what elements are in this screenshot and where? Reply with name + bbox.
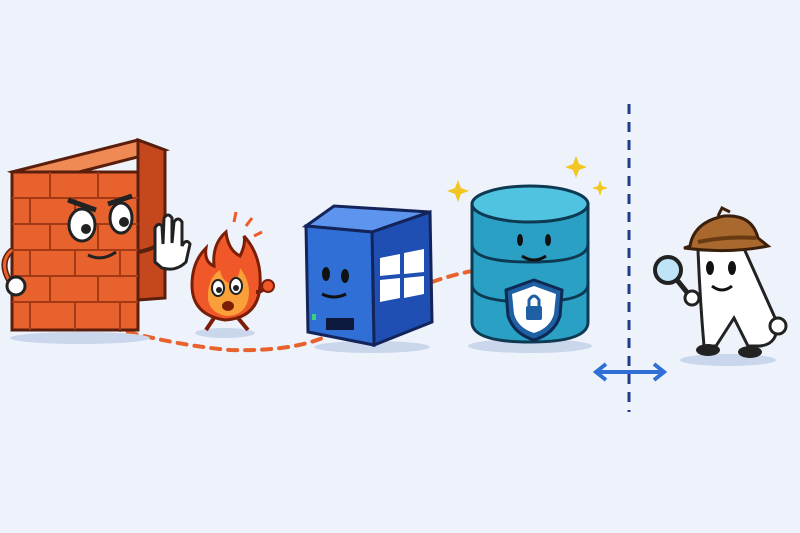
- magnifier-detective-icon: [653, 205, 788, 366]
- security-shield-icon: [504, 278, 564, 342]
- brick-wall-icon: [1, 137, 192, 344]
- windows-server-icon: [301, 204, 434, 353]
- windows-logo-icon: [380, 249, 424, 302]
- fire-icon: [190, 211, 275, 338]
- database-shield-icon: [447, 156, 608, 353]
- double-arrow-icon: [592, 362, 668, 382]
- sparkle-icon: [447, 156, 608, 202]
- dashed-connector-left: [93, 321, 337, 353]
